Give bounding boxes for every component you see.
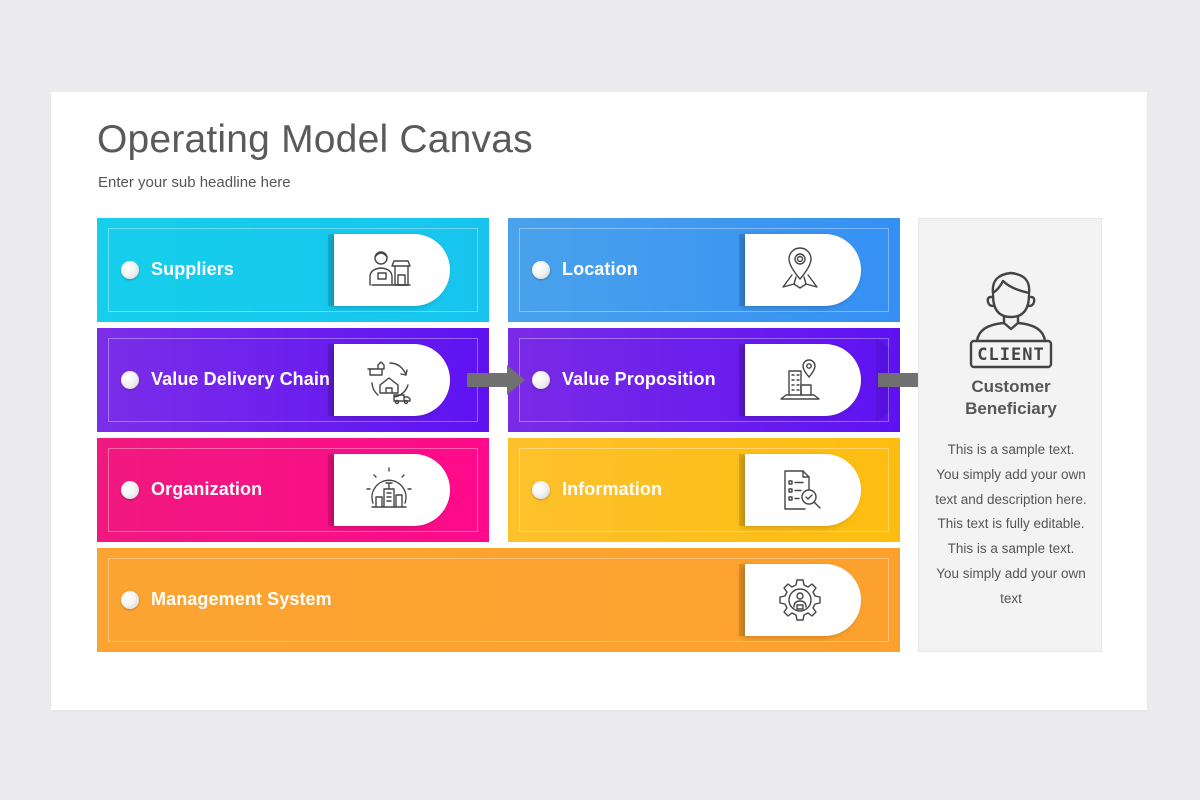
bullet-dot xyxy=(121,591,139,609)
organization-block: Organization xyxy=(97,438,489,542)
map-pin-icon xyxy=(782,247,818,289)
arrow-right-icon xyxy=(467,365,527,395)
description-line: You simply add your own xyxy=(936,467,1086,482)
organization-label: Organization xyxy=(151,479,263,499)
value-proposition-label: Value Proposition xyxy=(562,369,716,389)
customer-panel: CLIENT Customer Beneficiary This is a sa… xyxy=(918,218,1102,652)
delivery-cycle-icon xyxy=(367,361,411,405)
block-frame xyxy=(108,558,889,642)
gear-person-icon xyxy=(779,579,821,621)
icon-badge xyxy=(739,564,861,636)
value-delivery-chain-block: Value Delivery Chain xyxy=(97,328,489,432)
bullet-dot xyxy=(121,371,139,389)
bullet-dot xyxy=(121,261,139,279)
management-system-label: Management System xyxy=(151,589,332,609)
information-label: Information xyxy=(562,479,663,499)
icon-badge xyxy=(328,454,450,526)
bullet-dot xyxy=(532,261,550,279)
bullet-dot xyxy=(532,481,550,499)
location-label: Location xyxy=(562,259,638,279)
suppliers-block: Suppliers xyxy=(97,218,489,322)
client-icon-text: CLIENT xyxy=(977,345,1044,365)
customer-heading-line1: Customer xyxy=(971,377,1051,396)
suppliers-label: Suppliers xyxy=(151,259,234,279)
block-frame xyxy=(108,228,478,312)
bullet-dot xyxy=(121,481,139,499)
description-line: This text is fully editable. xyxy=(937,516,1085,531)
block-frame xyxy=(519,228,889,312)
icon-badge xyxy=(328,234,450,306)
icon-badge xyxy=(328,344,450,416)
gear-building-icon xyxy=(366,467,412,508)
information-block: Information xyxy=(508,438,900,542)
page-subtitle: Enter your sub headline here xyxy=(98,174,291,191)
icon-badge xyxy=(739,344,861,416)
description-line: This is a sample text. xyxy=(947,541,1075,556)
description-line: text and description here. xyxy=(935,492,1087,507)
customer-heading-line2: Beneficiary xyxy=(965,399,1057,418)
block-frame xyxy=(519,448,889,532)
icon-badge xyxy=(739,454,861,526)
value-proposition-block: Value Proposition xyxy=(508,328,900,432)
description-line: This is a sample text. xyxy=(947,442,1075,457)
value-delivery-chain-label: Value Delivery Chain xyxy=(151,369,331,389)
management-system-block: Management System xyxy=(97,548,900,652)
page-title: Operating Model Canvas xyxy=(97,118,533,161)
icon-badge xyxy=(739,234,861,306)
document-search-icon xyxy=(784,470,821,510)
supplier-person-icon xyxy=(369,251,411,286)
block-frame xyxy=(108,448,478,532)
client-person-icon: CLIENT xyxy=(969,271,1053,369)
description-line: You simply add your own xyxy=(936,566,1086,581)
building-location-icon xyxy=(780,359,820,400)
location-block: Location xyxy=(508,218,900,322)
description-line: text xyxy=(1000,591,1022,606)
bullet-dot xyxy=(532,371,550,389)
